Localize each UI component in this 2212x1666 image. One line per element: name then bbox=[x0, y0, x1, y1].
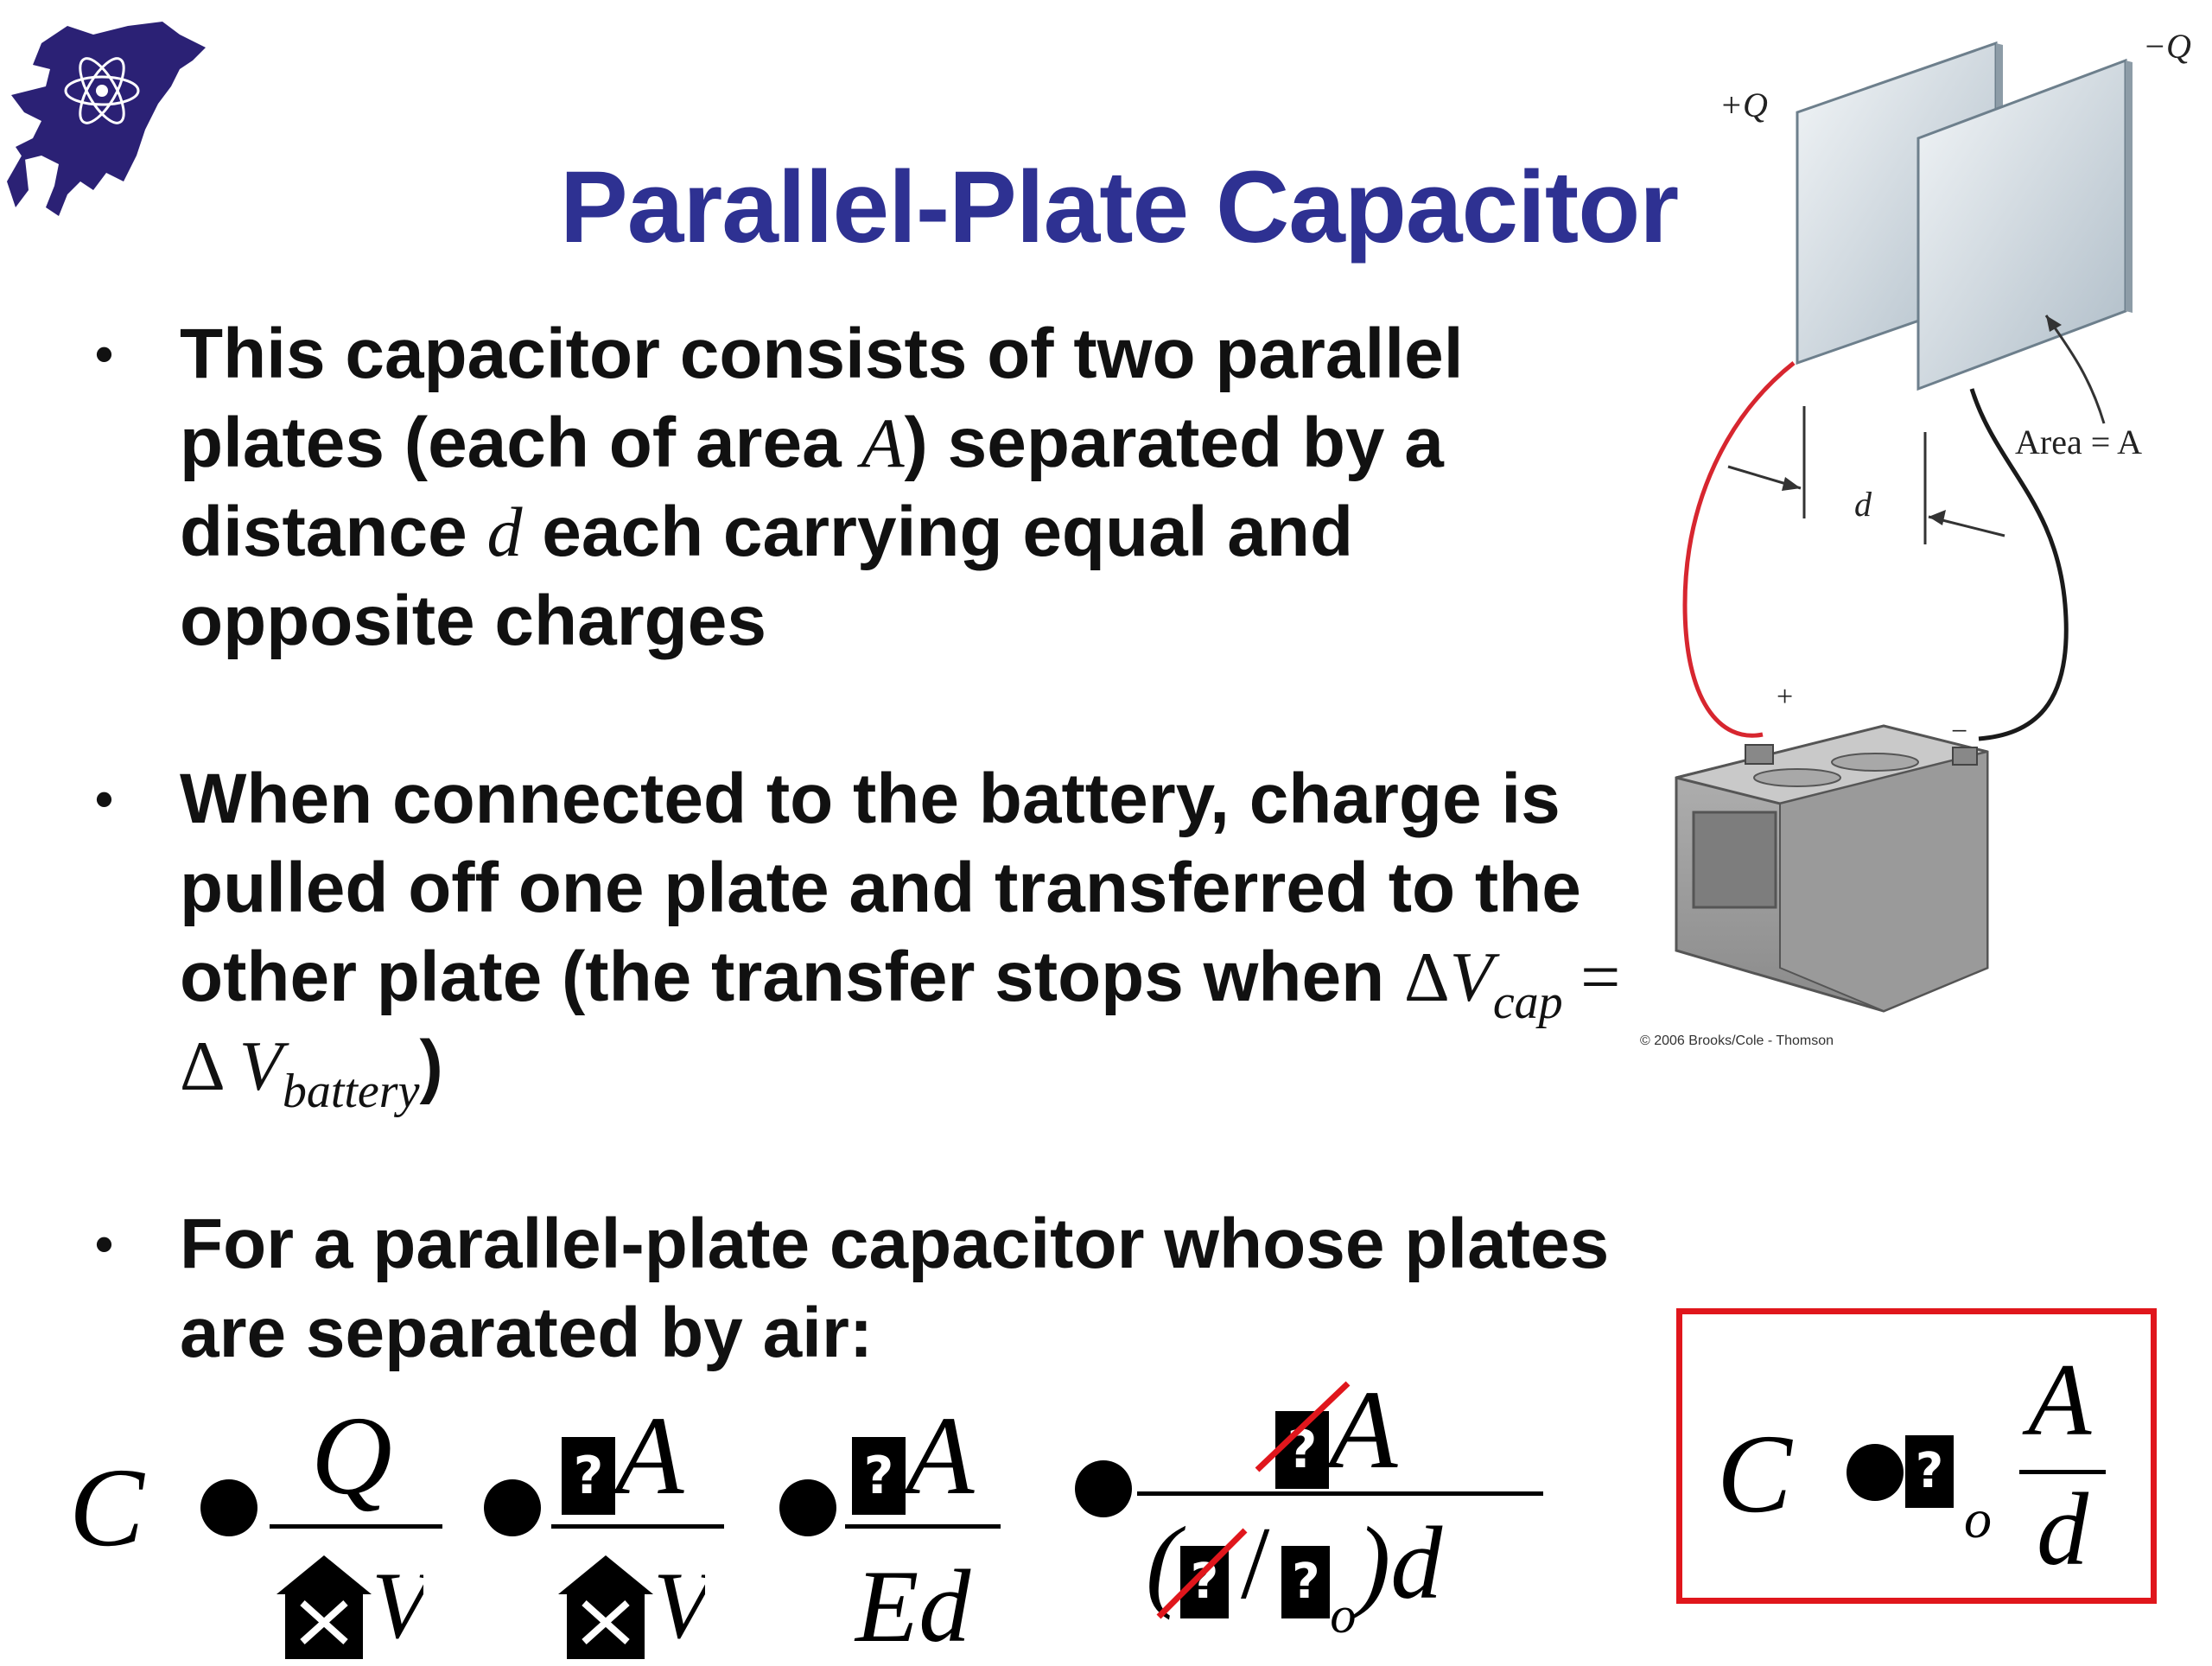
bullet-text-segment: A bbox=[861, 404, 905, 482]
bullet-text-segment: Δ bbox=[1403, 938, 1450, 1016]
frac2-numerator: ?A bbox=[562, 1391, 683, 1521]
bullet-line: pulled off one plate and transferred to … bbox=[180, 843, 1581, 932]
positive-charge-label: +Q bbox=[1719, 86, 1768, 124]
distance-label: d bbox=[1854, 485, 1872, 524]
bullet-line: opposite charges bbox=[180, 576, 766, 665]
bullet-text-segment: When connected to the battery, charge is bbox=[180, 760, 1560, 838]
bullet-line: other plate (the transfer stops when ΔVc… bbox=[180, 932, 1620, 1047]
bullet-text-segment: each carrying equal and bbox=[522, 493, 1354, 571]
frac4-bar bbox=[1137, 1491, 1543, 1496]
result-subscript: o bbox=[1964, 1488, 1992, 1549]
equation-relation-glyph bbox=[200, 1479, 257, 1536]
bullet-line: Δ Vbattery) bbox=[180, 1021, 443, 1136]
bullet-marker: • bbox=[95, 1215, 114, 1273]
horned-lizard-logo-icon bbox=[7, 22, 206, 216]
frac3-denominator: Ed bbox=[855, 1548, 971, 1663]
frac1-denominator-glyph: V bbox=[276, 1553, 439, 1659]
bullet-text-segment: Δ bbox=[180, 1027, 239, 1105]
bullet-text-segment: For a parallel-plate capacitor whose pla… bbox=[180, 1205, 1610, 1283]
bullet-text-segment: other plate (the transfer stops when bbox=[180, 938, 1404, 1016]
bullet-line: are separated by air: bbox=[180, 1288, 873, 1377]
capacitor-battery-diagram bbox=[1675, 41, 2133, 1013]
bullet-text-segment: opposite charges bbox=[180, 582, 766, 660]
result-lhs: C bbox=[1717, 1412, 1792, 1536]
equation-relation-glyph bbox=[1075, 1460, 1132, 1517]
bullet-text-segment: d bbox=[486, 493, 523, 571]
frac1-bar bbox=[270, 1524, 442, 1529]
svg-text:V: V bbox=[653, 1555, 705, 1658]
frac3-numerator: ?A bbox=[852, 1391, 974, 1521]
result-relation-glyph bbox=[1847, 1444, 1904, 1501]
frac4-denominator: (?/?o)d bbox=[1146, 1505, 1443, 1644]
figure-credit: © 2006 Brooks/Cole - Thomson bbox=[1640, 1033, 1834, 1048]
battery bbox=[1675, 724, 1989, 1013]
equation-relation-glyph bbox=[779, 1479, 836, 1536]
bullet-text-segment: This capacitor consists of two parallel bbox=[180, 315, 1464, 393]
bullet-text-segment: V bbox=[238, 1027, 283, 1105]
bullet-line: distance d each carrying equal and bbox=[180, 487, 1353, 576]
capacitor-figure: +Q −Q d Area = A + − bbox=[1624, 17, 2212, 1037]
bullet-marker: • bbox=[95, 325, 114, 383]
frac2-bar bbox=[551, 1524, 724, 1529]
frac4-denominator-cancel-stroke bbox=[1156, 1528, 1248, 1619]
battery-minus-label: − bbox=[1951, 715, 1968, 747]
frac2-denominator-glyph: V bbox=[558, 1553, 721, 1659]
bullet-line: This capacitor consists of two parallel bbox=[180, 309, 1464, 398]
bullet-text-segment: = bbox=[1562, 938, 1621, 1016]
bullet-line: When connected to the battery, charge is bbox=[180, 754, 1560, 843]
bullet-text-segment: ) bbox=[419, 1027, 443, 1105]
equation-lhs: C bbox=[69, 1446, 144, 1570]
bullet-line: For a parallel-plate capacitor whose pla… bbox=[180, 1199, 1609, 1288]
svg-text:V: V bbox=[372, 1555, 423, 1658]
bullet-text-segment: pulled off one plate and transferred to … bbox=[180, 849, 1581, 927]
bullet-text-segment: cap bbox=[1492, 976, 1563, 1029]
frac3-bar bbox=[845, 1524, 1001, 1529]
bullet-text-segment: distance bbox=[180, 493, 487, 571]
bullet-text-segment: ) separated by a bbox=[904, 404, 1444, 482]
logo bbox=[7, 9, 223, 225]
right-plate bbox=[1916, 58, 2133, 391]
result-epsilon-glyph: ? bbox=[1905, 1435, 1954, 1508]
bullet-text-segment: plates (each of area bbox=[180, 404, 861, 482]
battery-plus-label: + bbox=[1777, 681, 1794, 713]
bullet-text-segment: are separated by air: bbox=[180, 1294, 874, 1372]
bullet-text-segment: battery bbox=[282, 1065, 420, 1118]
result-denominator: d bbox=[2037, 1472, 2088, 1587]
result-box: C ? o A d bbox=[1676, 1308, 2157, 1604]
frac1-numerator: Q bbox=[311, 1394, 392, 1518]
bullet-text-segment: V bbox=[1449, 938, 1493, 1016]
area-label: Area = A bbox=[2015, 423, 2142, 461]
result-numerator: A bbox=[2028, 1342, 2092, 1457]
capacitance-equation: C Q V ?A V ?A Ed ?A (?/?o)d bbox=[0, 1365, 1642, 1663]
bullet-marker: • bbox=[95, 770, 114, 828]
bullet-line: plates (each of area A) separated by a bbox=[180, 398, 1444, 487]
slide-title: Parallel-Plate Capacitor bbox=[560, 150, 1679, 264]
equation-relation-glyph bbox=[484, 1479, 541, 1536]
result-fraction-bar bbox=[2019, 1470, 2106, 1474]
frac4-numerator-cancel-stroke bbox=[1255, 1381, 1351, 1472]
negative-charge-label: −Q bbox=[2143, 27, 2191, 66]
